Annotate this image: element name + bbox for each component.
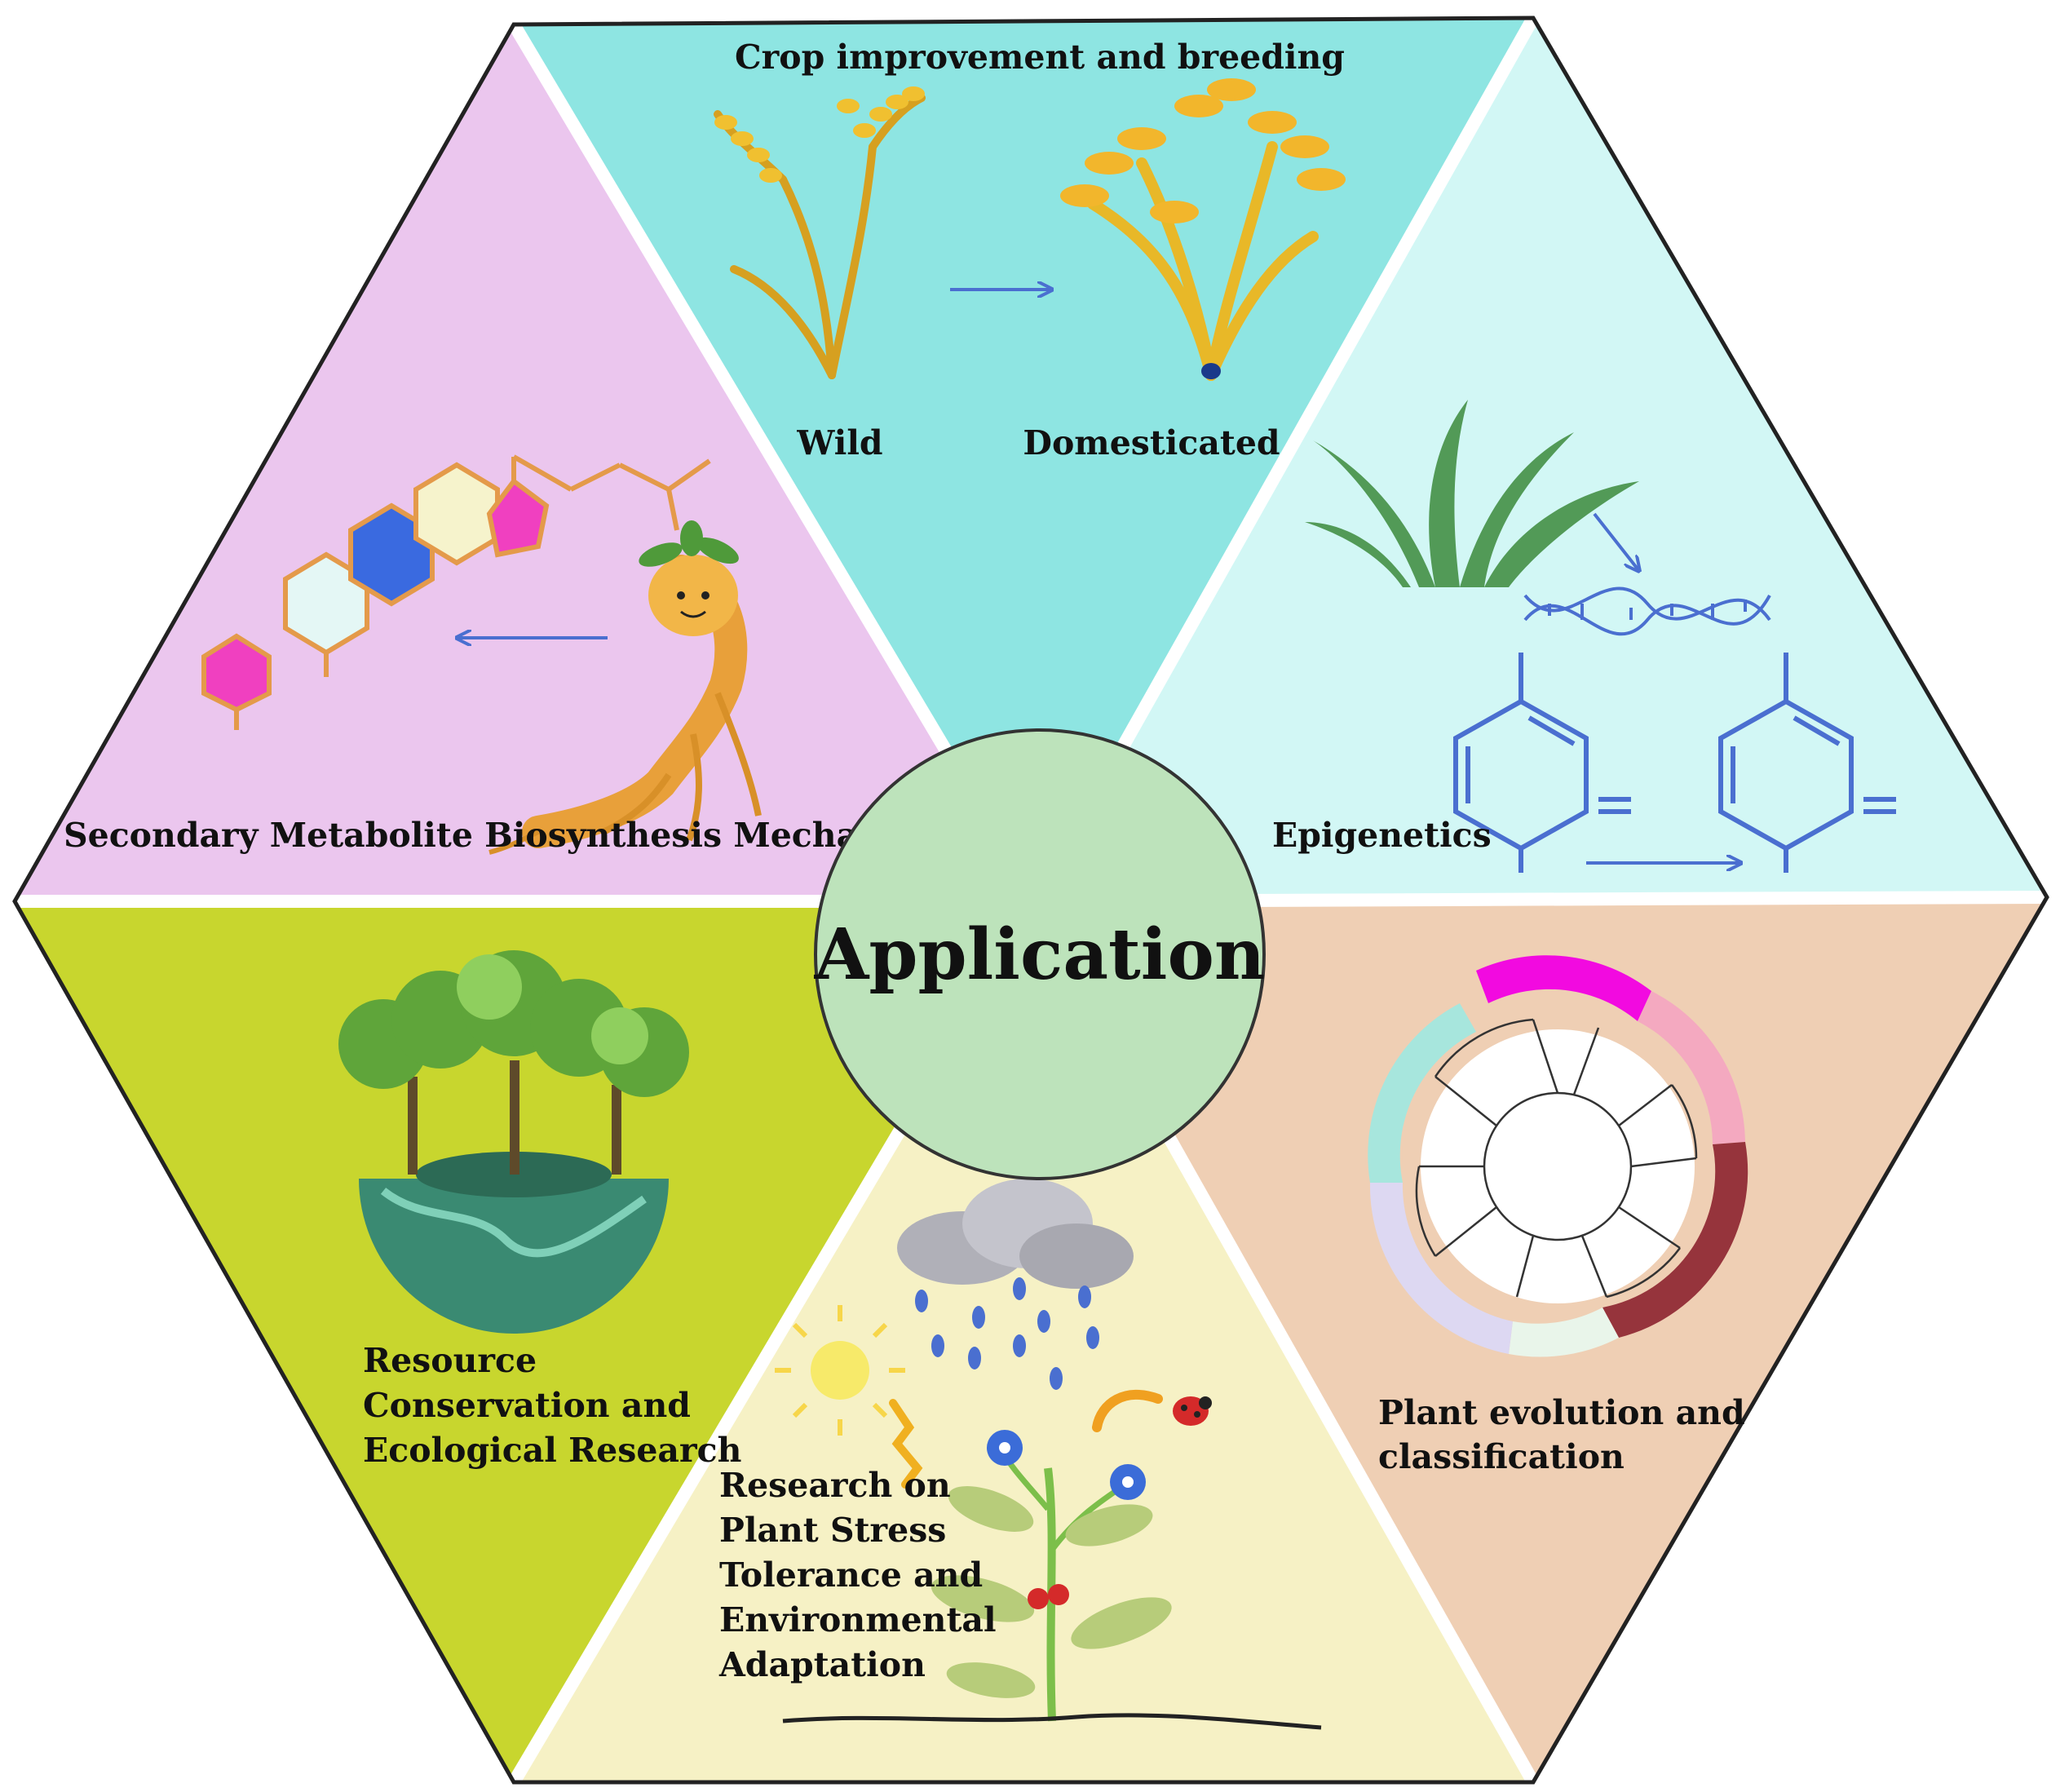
trees-globe-icon (338, 950, 689, 1334)
phylogenetic-tree-icon (1368, 955, 1748, 1357)
domesticated-label: Domesticated (1023, 423, 1280, 462)
center-circle (814, 728, 1266, 1180)
dna-icon (1523, 586, 1771, 636)
stress-label-line2: Plant Stress (719, 1511, 946, 1550)
metabolite-title: Secondary Metabolite Biosynthesis Mechan… (64, 816, 949, 855)
segment-conservation (15, 901, 1036, 1782)
domesticated-rice-icon (1060, 78, 1346, 381)
rice-plant-icon (714, 86, 926, 379)
wild-label: Wild (796, 423, 882, 462)
segment-crop-improvement (514, 18, 1533, 901)
ladybug-arrow (1092, 1390, 1163, 1432)
conservation-label-line1: Resource (363, 1341, 537, 1380)
molecule-structure-icon (201, 454, 711, 730)
crop-title: Crop improvement and breeding (735, 38, 1345, 77)
stress-label-line4: Environmental (719, 1600, 997, 1639)
stress-label-line5: Adaptation (718, 1645, 926, 1684)
hexagon-outline (12, 15, 2049, 1785)
ladybug-icon (1173, 1396, 1212, 1426)
stress-label-line3: Tolerance and (719, 1555, 983, 1595)
grass-arrow (1593, 512, 1639, 571)
rain-cloud-icon (897, 1179, 1134, 1390)
stress-label-line1: Research on (719, 1466, 951, 1505)
center-label: Application (814, 914, 1266, 996)
conservation-label-line3: Ecological Research (363, 1431, 741, 1470)
sun-icon (775, 1305, 905, 1436)
grass-icon (1305, 400, 1639, 587)
ginseng-root-icon (488, 520, 762, 855)
benzene-ring-icon (1453, 653, 1631, 873)
evolution-label-line1: Plant evolution and (1378, 1393, 1745, 1432)
flower-plant-icon (931, 1430, 1172, 1722)
conservation-label-line2: Conservation and (363, 1386, 691, 1425)
benzene-ring-icon-2 (1718, 653, 1896, 873)
heat-wave-icon (889, 1399, 923, 1489)
soil-line (782, 1713, 1322, 1730)
evolution-label-line2: classification (1378, 1437, 1625, 1476)
epigenetics-title: Epigenetics (1272, 816, 1492, 855)
